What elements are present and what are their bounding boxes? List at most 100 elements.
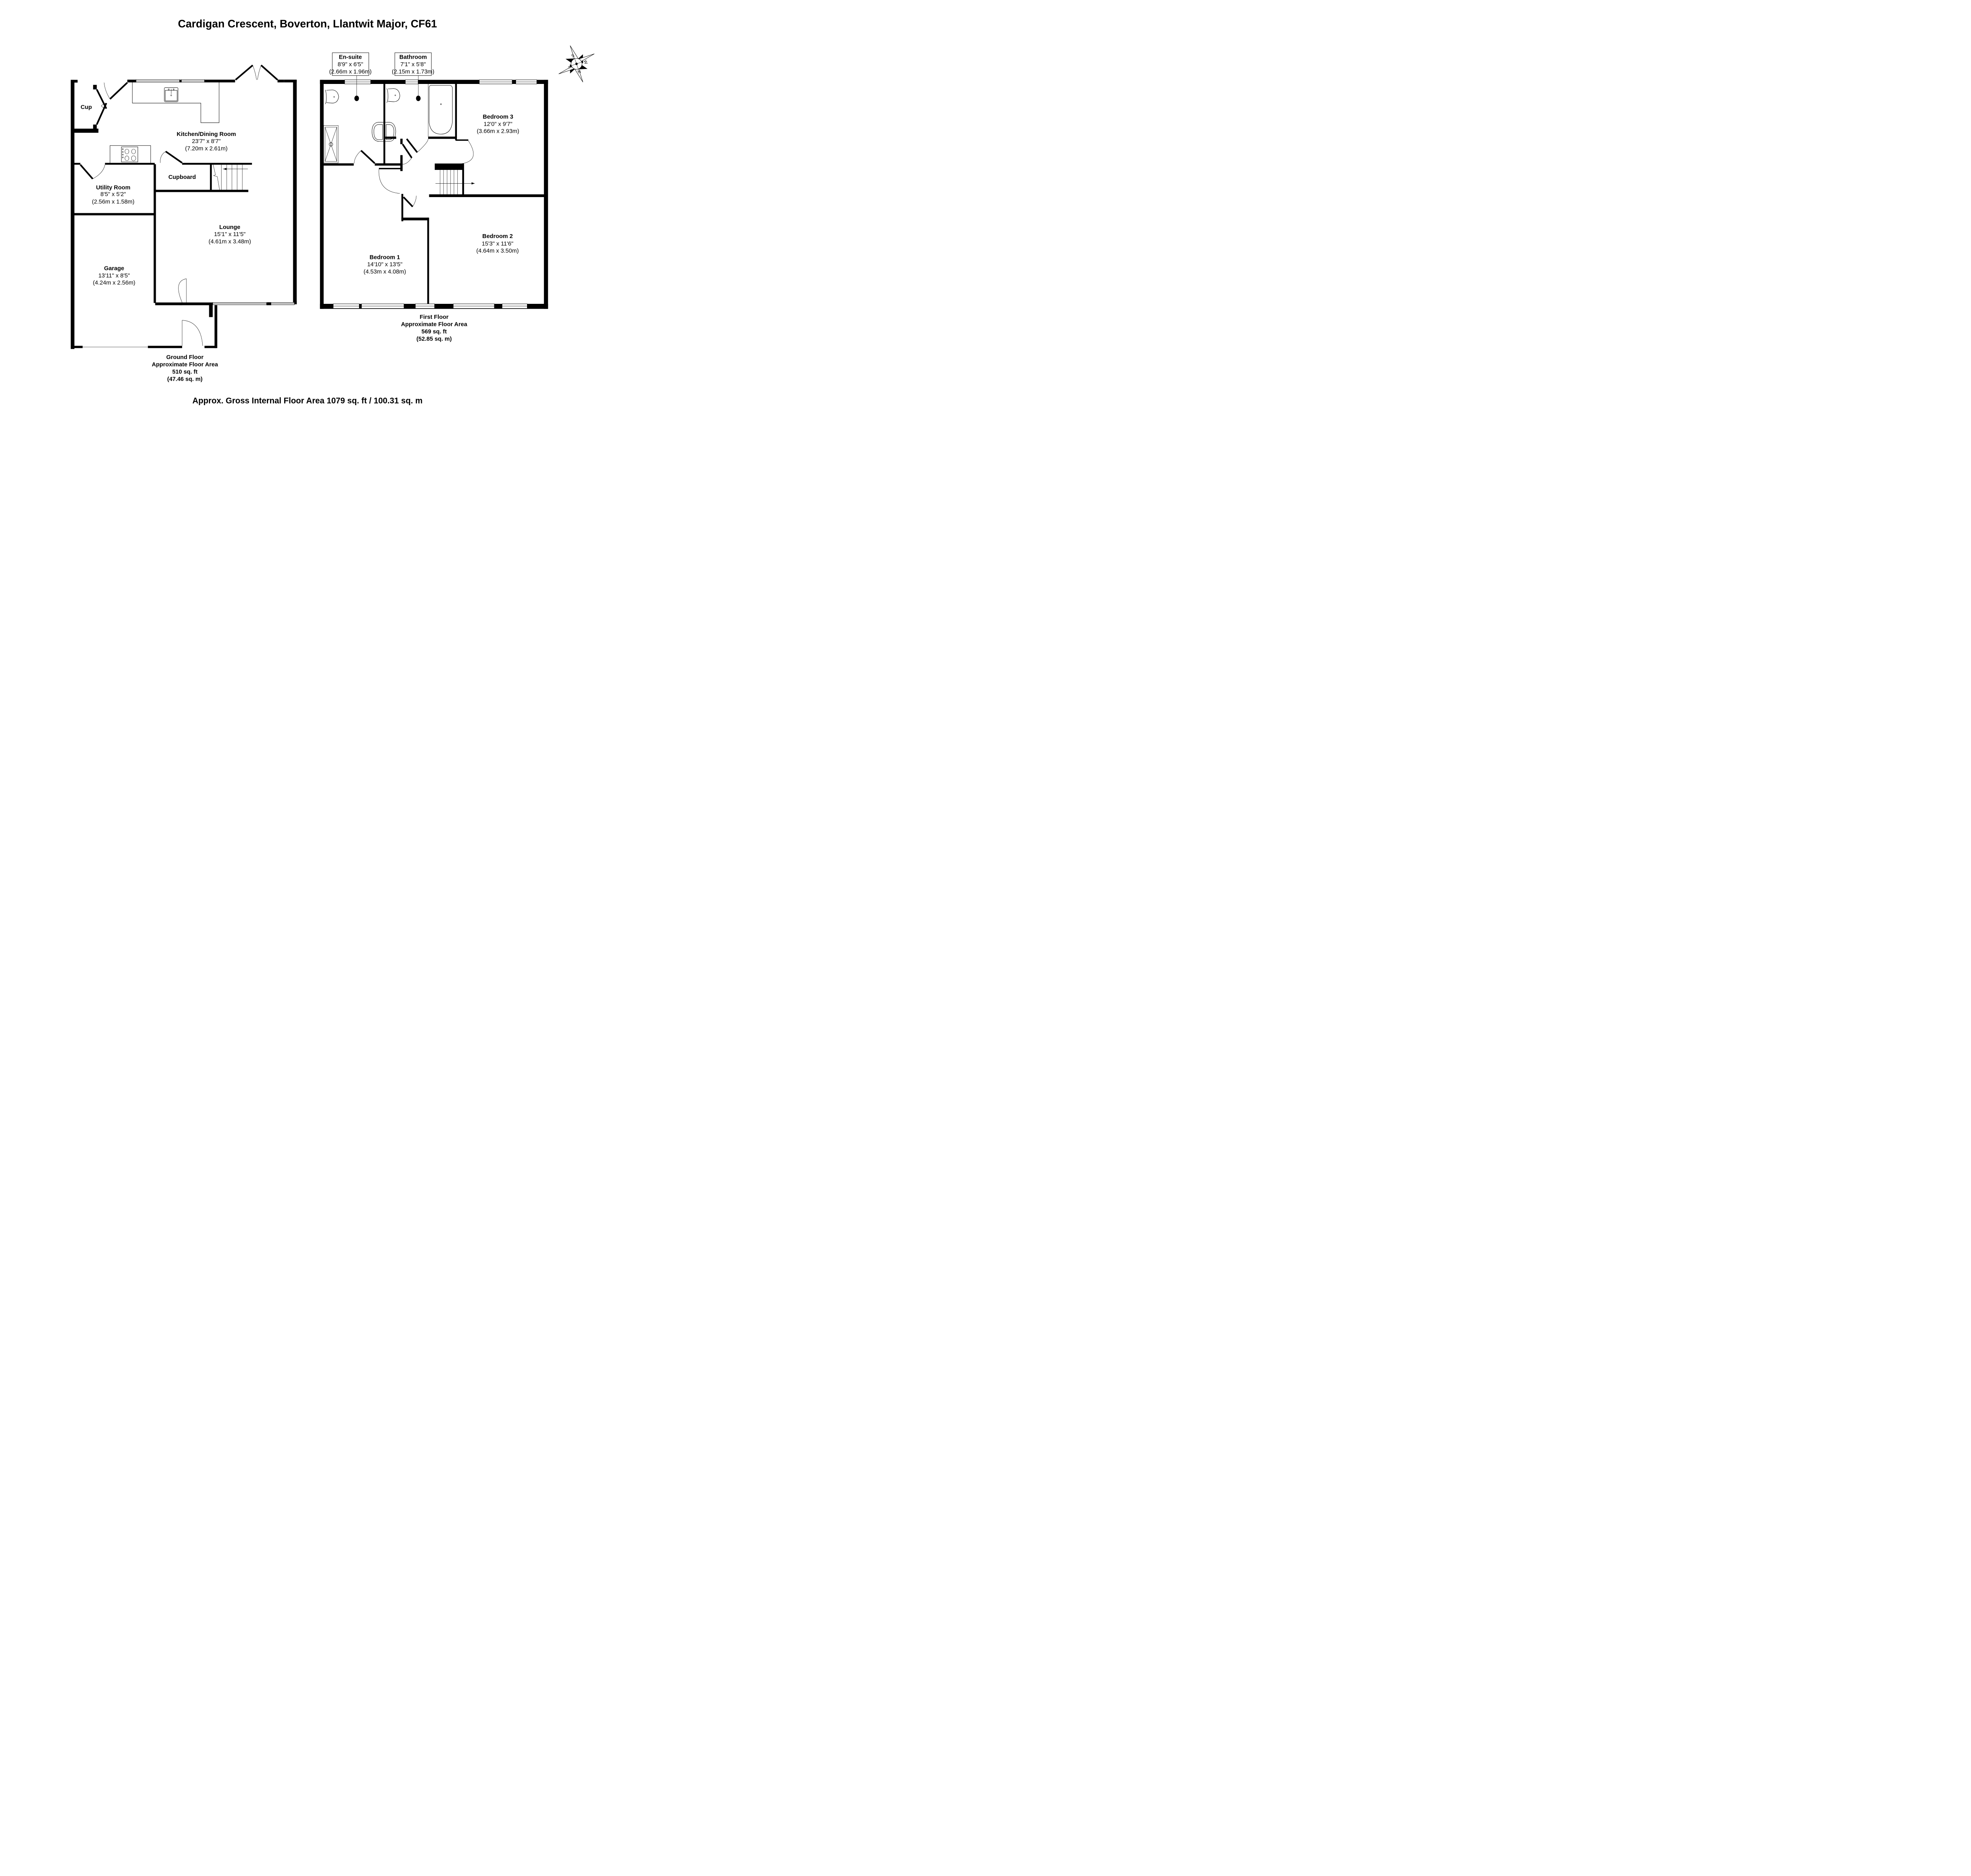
room-name-cup: Cup xyxy=(80,104,92,111)
first-floor-title: First Floor xyxy=(420,314,449,320)
basin-icon xyxy=(372,122,396,142)
room-dim-imperial-kitchen: 23'7" x 8'7" xyxy=(192,138,221,145)
room-name-lounge: Lounge xyxy=(219,224,240,231)
room-name-bedroom-2: Bedroom 2 xyxy=(483,233,513,240)
room-dim-imperial-lounge: 15'1" x 11'5" xyxy=(214,231,246,238)
wall xyxy=(179,302,211,305)
wall xyxy=(428,136,456,139)
room-name-bathroom: Bathroom xyxy=(399,54,427,60)
wall xyxy=(155,190,248,192)
door xyxy=(165,151,183,164)
toilet-icon xyxy=(386,88,400,103)
door xyxy=(406,138,418,153)
room-dim-metric-bedroom-1: (4.53m x 4.08m) xyxy=(363,269,406,275)
ground-floor-caption: Approximate Floor Area xyxy=(152,362,218,368)
wall xyxy=(434,163,464,170)
label-box-ensuite: En-suite 8'9" x 6'5" (2.66m x 1.96m) xyxy=(329,52,372,76)
compass-south-label: S xyxy=(571,53,575,59)
wall xyxy=(320,80,345,84)
wall xyxy=(214,305,218,348)
wall xyxy=(74,128,99,133)
room-dim-metric-ensuite: (2.66m x 1.96m) xyxy=(329,69,372,75)
wall xyxy=(210,164,212,192)
window xyxy=(136,79,205,83)
staircase xyxy=(213,164,248,190)
room-name-bedroom-3: Bedroom 3 xyxy=(483,114,513,120)
room-name-garage: Garage xyxy=(104,265,124,272)
kitchen-worktop xyxy=(132,82,220,123)
compass-east-label: E xyxy=(567,65,573,69)
wall xyxy=(379,168,401,169)
room-dim-imperial-bedroom-1: 14'10" x 13'5" xyxy=(367,262,402,268)
room-dim-imperial-bedroom-3: 12'0" x 9'7" xyxy=(484,121,512,127)
room-dim-metric-bedroom-2: (4.64m x 3.50m) xyxy=(476,248,519,254)
ground-floor-sqm: (47.46 sq. m) xyxy=(167,376,203,383)
room-dim-metric-kitchen: (7.20m x 2.61m) xyxy=(185,146,228,152)
window xyxy=(333,303,527,309)
wall xyxy=(400,138,403,144)
wall xyxy=(429,194,548,197)
wall xyxy=(427,218,429,307)
door xyxy=(80,164,93,180)
wall xyxy=(537,80,548,84)
wall xyxy=(294,301,297,304)
compass-rose-icon: S W E N xyxy=(559,45,594,82)
label-box-bathroom: Bathroom 7'1" x 5'8" (2.15m x 1.73m) xyxy=(392,52,434,76)
wall xyxy=(455,84,457,140)
compass-north-label: N xyxy=(577,69,581,74)
wall xyxy=(71,80,75,349)
room-name-utility: Utility Room xyxy=(96,184,130,191)
wall xyxy=(400,155,403,166)
room-dim-imperial-bedroom-2: 15'3" x 11'6" xyxy=(482,241,513,247)
wall xyxy=(179,80,182,83)
room-dim-imperial-ensuite: 8'9" x 6'5" xyxy=(337,61,363,68)
wall xyxy=(455,139,469,141)
wall xyxy=(71,346,83,348)
wall xyxy=(93,125,97,132)
kitchen-counter xyxy=(110,145,151,164)
shower-tray-icon xyxy=(323,125,339,163)
wall xyxy=(148,346,183,348)
door xyxy=(402,143,413,158)
ground-floor-title: Ground Floor xyxy=(166,354,204,361)
arrow-right-icon xyxy=(471,182,475,185)
compass-west-label: W xyxy=(583,60,589,65)
door xyxy=(378,169,400,194)
wall xyxy=(383,84,386,166)
room-dim-metric-garage: (4.24m x 2.56m) xyxy=(93,280,136,286)
wall xyxy=(401,218,428,221)
ceiling-light-icon xyxy=(354,72,421,101)
wall xyxy=(401,194,403,221)
wall xyxy=(278,80,284,83)
door xyxy=(109,82,128,100)
room-name-cupboard: Cupboard xyxy=(168,174,196,181)
bath-icon xyxy=(428,84,453,137)
room-dim-metric-utility: (2.56m x 1.58m) xyxy=(92,199,134,205)
staircase xyxy=(435,170,475,195)
wall xyxy=(400,164,403,171)
door xyxy=(403,196,414,207)
wall xyxy=(93,85,97,89)
wall xyxy=(204,80,235,83)
wall xyxy=(71,163,80,165)
wall xyxy=(127,80,136,83)
wall xyxy=(105,163,155,165)
french-doors xyxy=(235,64,278,81)
floor-plan-drawing: Cardigan Crescent, Boverton, Llantwit Ma… xyxy=(71,17,594,405)
gross-internal-area: Approx. Gross Internal Floor Area 1079 s… xyxy=(192,396,423,405)
hob-icon xyxy=(121,147,138,162)
first-floor-plan: En-suite 8'9" x 6'5" (2.66m x 1.96m) Bat… xyxy=(320,52,548,342)
wall xyxy=(74,213,154,216)
window xyxy=(344,80,537,84)
wall xyxy=(293,80,297,303)
room-name-kitchen-dining: Kitchen/Dining Room xyxy=(177,131,236,138)
first-floor-sqft: 569 sq. ft xyxy=(421,329,447,335)
sink-icon xyxy=(164,87,179,102)
door xyxy=(455,141,474,165)
wall xyxy=(374,163,402,166)
first-floor-sqm: (52.85 sq. m) xyxy=(416,336,452,342)
room-dim-metric-bedroom-3: (3.66m x 2.93m) xyxy=(477,128,519,135)
room-dim-imperial-bathroom: 7'1" x 5'8" xyxy=(401,61,426,68)
ground-floor-plan: Cup Kitchen/Dining Room 23'7" x 8'7" (7.… xyxy=(71,64,297,383)
first-floor-caption: Approximate Floor Area xyxy=(401,322,468,328)
